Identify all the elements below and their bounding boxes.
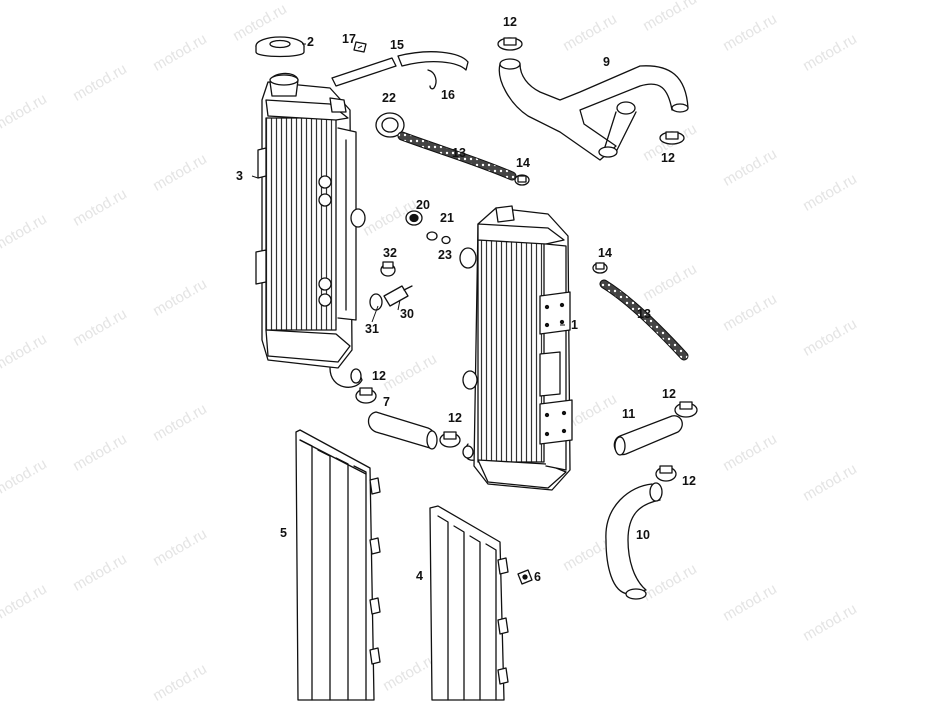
hose-clamp (655, 465, 677, 482)
bolt (441, 235, 451, 245)
callout-label: 22 (382, 91, 396, 105)
callout-label: 12 (448, 411, 462, 425)
y-hose (498, 58, 689, 161)
callout-label: 6 (534, 570, 541, 584)
hose-clamp (355, 387, 377, 404)
hose-clamp (674, 401, 698, 418)
callout-label: 10 (636, 528, 650, 542)
callout-label: 17 (342, 32, 356, 46)
callout-label: 14 (598, 246, 612, 260)
hose-clamp (497, 37, 523, 51)
callout-label: 12 (662, 387, 676, 401)
left-radiator (255, 72, 366, 388)
hose-clamp (514, 174, 530, 186)
callout-label: 9 (603, 55, 610, 69)
callout-label: 2 (307, 35, 314, 49)
radiator-guard-left (295, 429, 381, 701)
callout-label: 4 (416, 569, 423, 583)
callout-label: 13 (637, 307, 651, 321)
callout-label: 12 (503, 15, 517, 29)
callout-label: 32 (383, 246, 397, 260)
rubber-grommet (405, 210, 423, 226)
callout-label: 11 (622, 407, 636, 421)
callout-label: 13 (452, 146, 466, 160)
bent-hose (605, 482, 663, 600)
callout-label: 16 (441, 88, 455, 102)
overflow-hose (331, 41, 469, 90)
callout-label: 23 (438, 248, 452, 262)
callout-label: 12 (372, 369, 386, 383)
hose-clamp (592, 262, 608, 274)
callout-label: 12 (661, 151, 675, 165)
callout-label: 31 (365, 322, 379, 336)
braided-hose-lower (600, 280, 688, 360)
hose-clamp (659, 131, 685, 145)
washer (426, 231, 438, 241)
callout-label: 14 (516, 156, 530, 170)
callout-label: 30 (400, 307, 414, 321)
leader-lines (251, 43, 565, 326)
lower-hose (367, 411, 438, 450)
callout-label: 7 (383, 395, 390, 409)
callout-label: 3 (236, 169, 243, 183)
gasket (375, 112, 405, 138)
radiator-cap (255, 36, 305, 58)
temperature-sensor (380, 261, 396, 277)
hose-clamp (439, 431, 461, 448)
callout-label: 21 (440, 211, 454, 225)
callout-label: 5 (280, 526, 287, 540)
braided-hose-upper (398, 132, 516, 180)
callout-label: 12 (682, 474, 696, 488)
callout-label: 20 (416, 198, 430, 212)
callout-label: 1 (571, 318, 578, 332)
thermo-switch (369, 285, 413, 311)
mounting-grommet (517, 569, 533, 585)
callout-label: 15 (390, 38, 404, 52)
right-radiator (459, 205, 573, 491)
straight-hose (613, 415, 683, 456)
radiator-guard-right (429, 505, 509, 701)
